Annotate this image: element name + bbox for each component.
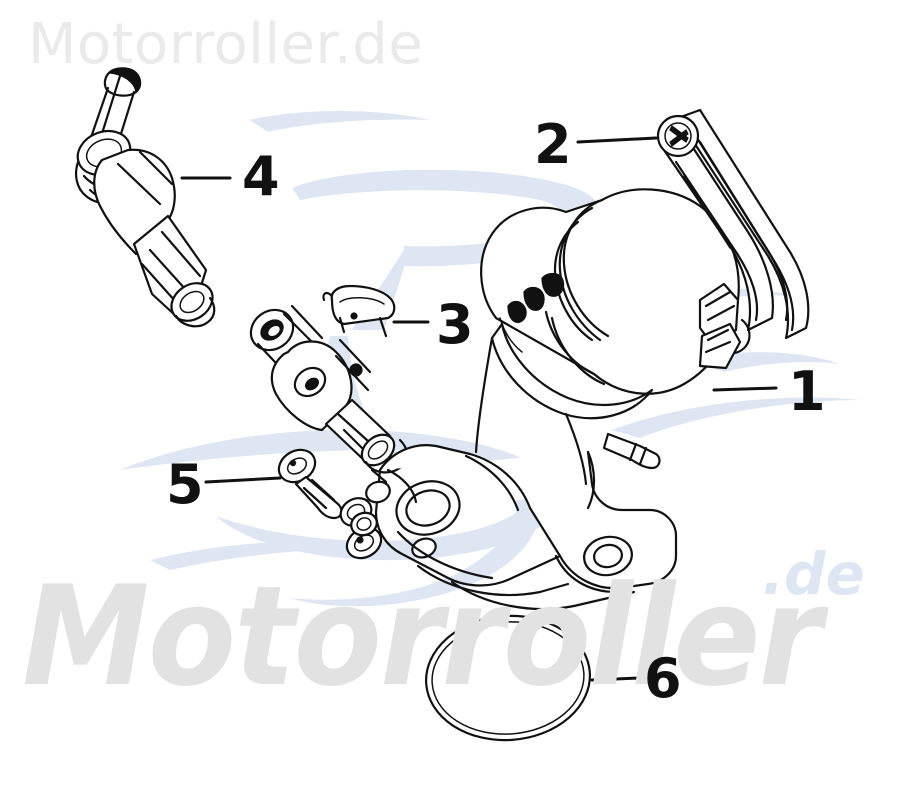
leader-line-5 [204, 476, 282, 484]
watermark-top: Motorroller.de [28, 12, 424, 77]
part-5-mounting-bolt[interactable] [273, 444, 343, 520]
part-6-o-ring[interactable] [422, 610, 594, 745]
callout-number-3[interactable]: 3 [436, 293, 474, 356]
callout-number-2[interactable]: 2 [534, 113, 572, 176]
callout-number-1[interactable]: 1 [788, 360, 826, 423]
leader-line-6 [590, 676, 642, 682]
throttle-body-cast-marks [499, 272, 565, 353]
part-2-clamp-screw[interactable] [656, 108, 810, 370]
leader-line-2 [576, 136, 658, 144]
watermark-bottom: Motorroller [22, 556, 822, 717]
leader-line-1 [712, 386, 778, 392]
intake-manifold-flange [350, 336, 678, 611]
vacuum-barb [602, 432, 661, 470]
callout-number-4[interactable]: 4 [242, 145, 280, 208]
part-3-injector-bracket[interactable] [322, 284, 396, 338]
fuel-injector-body [249, 304, 409, 484]
watermark-bottom-suffix: .de [762, 540, 865, 608]
callout-leader-lines [180, 136, 778, 682]
callout-number-6[interactable]: 6 [644, 647, 682, 710]
part-1-throttle-body[interactable] [480, 188, 751, 470]
callout-number-5[interactable]: 5 [166, 453, 204, 516]
part-4-sensor-assembly[interactable] [71, 67, 220, 328]
